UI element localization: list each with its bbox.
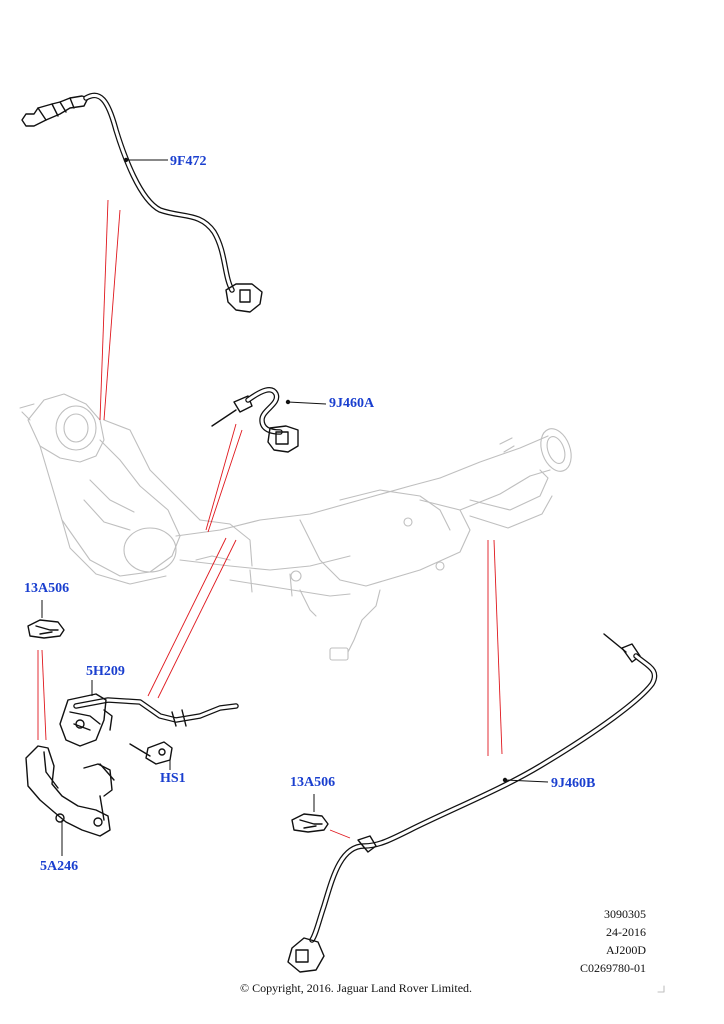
bracket-5a246[interactable]: [25, 745, 115, 837]
temperature-sensor-9j460b[interactable]: [287, 633, 658, 973]
temperature-sensor-9j460a[interactable]: [211, 387, 299, 453]
copyright-notice: © Copyright, 2016. Jaguar Land Rover Lim…: [239, 981, 473, 995]
callout-9j460a[interactable]: 9J460A: [329, 396, 375, 411]
drawing-date-code: 24-2016: [606, 925, 646, 939]
corner-mark: [657, 985, 665, 993]
reference-lines: [37, 199, 503, 839]
callout-leaders: [41, 157, 549, 856]
clip-13a506-right[interactable]: [291, 813, 329, 833]
callout-9j460b[interactable]: 9J460B: [551, 776, 596, 791]
callout-5h209[interactable]: 5H209: [86, 664, 125, 679]
callout-13a506-right[interactable]: 13A506: [290, 775, 336, 790]
hose-5h209[interactable]: [59, 693, 239, 747]
callout-hs1[interactable]: HS1: [160, 771, 186, 786]
callout-9f472[interactable]: 9F472: [170, 154, 207, 169]
bolt-hs1[interactable]: [129, 741, 173, 765]
oxygen-sensor-9f472[interactable]: [21, 92, 263, 313]
clip-13a506-left[interactable]: [27, 619, 65, 639]
engine-code: AJ200D: [605, 943, 646, 957]
illustration-code: C0269780-01: [580, 961, 646, 975]
drawing-number: 3090305: [604, 907, 646, 921]
callout-13a506-left[interactable]: 13A506: [24, 581, 70, 596]
exhaust-assembly: [19, 393, 572, 661]
callout-5a246[interactable]: 5A246: [40, 859, 79, 874]
